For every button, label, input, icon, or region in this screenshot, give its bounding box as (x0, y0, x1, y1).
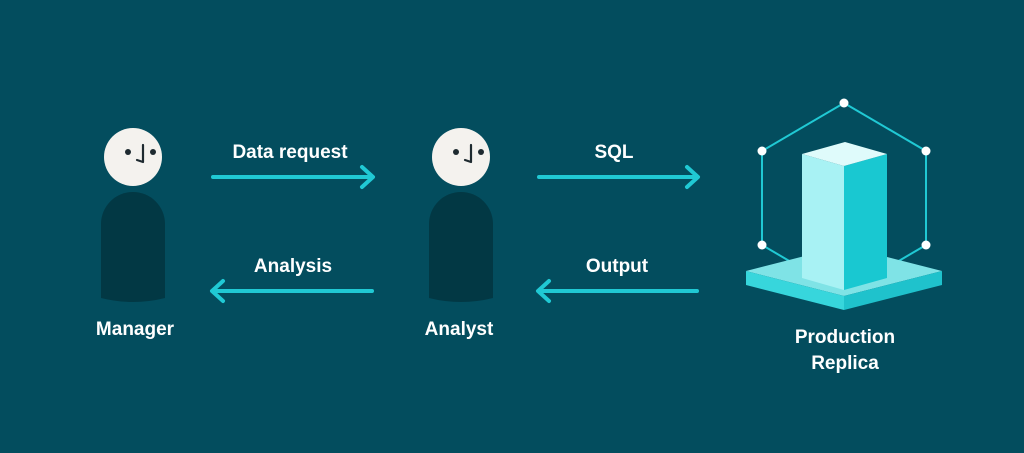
analyst-eye-left (453, 149, 459, 155)
replica-tower-top (802, 142, 887, 166)
analyst-body (429, 192, 493, 302)
manager-figure (101, 128, 165, 302)
replica-node-lower-left (757, 240, 767, 250)
replica-tower-side (844, 154, 887, 290)
analyst-eye-right (478, 149, 484, 155)
label-output: Output (585, 256, 649, 277)
replica-platform-left-side (746, 271, 844, 310)
label-analyst: Analyst (424, 319, 494, 340)
replica-node-lower-right (921, 240, 931, 250)
label-replica-line2: Replica (811, 353, 879, 374)
replica-platform-right-side (844, 271, 942, 310)
manager-eye-left (125, 149, 131, 155)
arrow-analysis (210, 279, 374, 303)
arrow-output (536, 279, 699, 303)
replica-tower-front (802, 154, 844, 290)
label-manager: Manager (95, 319, 175, 340)
replica-icon (746, 98, 942, 310)
analyst-figure (429, 128, 493, 302)
label-sql: SQL (594, 142, 634, 163)
replica-node-upper-right (921, 146, 931, 156)
manager-nose (135, 143, 145, 164)
replica-node-upper-left (757, 146, 767, 156)
replica-node-top (839, 98, 849, 108)
manager-eye-right (150, 149, 156, 155)
label-data-request: Data request (232, 142, 348, 163)
manager-body (101, 192, 165, 302)
arrow-sql (537, 165, 700, 189)
label-analysis: Analysis (253, 256, 333, 277)
analyst-head (432, 128, 490, 186)
analyst-nose (463, 143, 473, 164)
manager-head (104, 128, 162, 186)
arrow-data-request (211, 165, 375, 189)
label-replica-line1: Production (794, 327, 896, 348)
